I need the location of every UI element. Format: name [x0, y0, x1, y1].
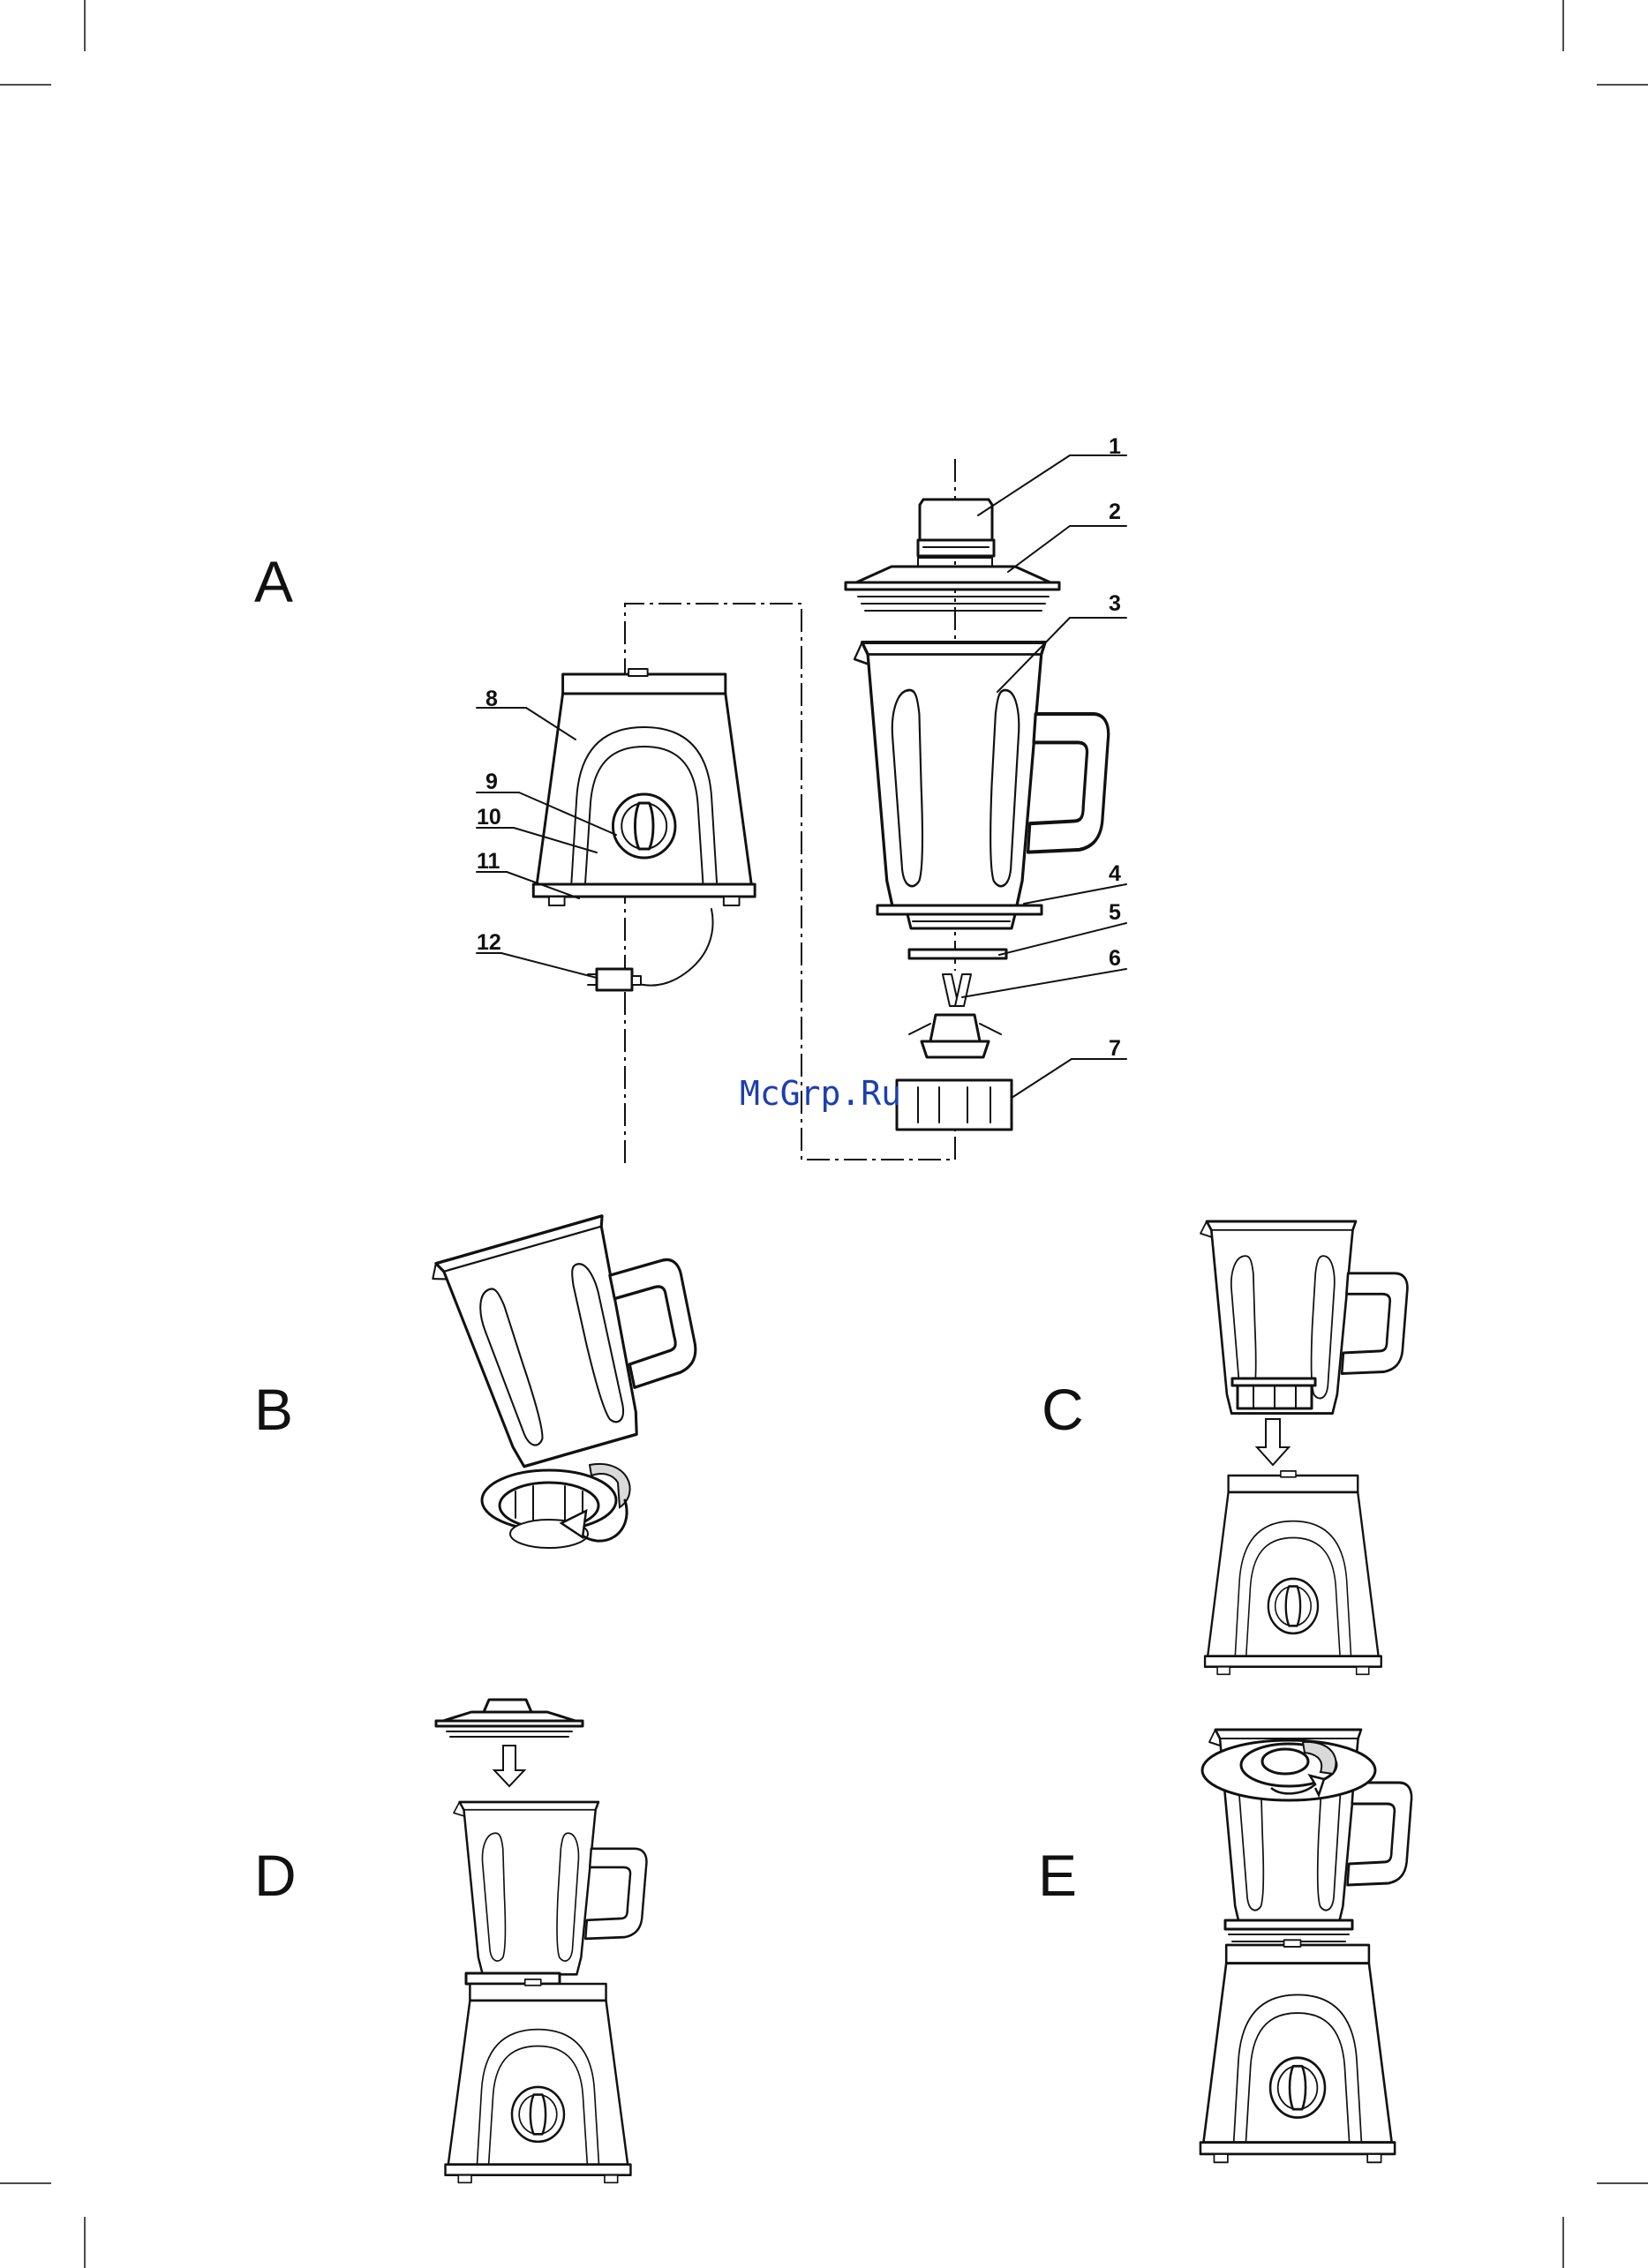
callout-9: 9	[485, 770, 498, 794]
figure-e-lock-cap	[1200, 1730, 1411, 2162]
measuring-cap	[918, 499, 994, 556]
jar-bottom-plate	[877, 905, 1042, 928]
figure-b-attach-ring	[429, 1199, 720, 1548]
ring-on-jar	[482, 1470, 616, 1548]
callout-1: 1	[1109, 434, 1121, 459]
watermark: McGrp.Ru	[740, 1074, 901, 1113]
down-arrow-icon	[494, 1746, 524, 1786]
callout-12: 12	[477, 930, 501, 955]
callout-11: 11	[477, 849, 500, 874]
jar-lid	[846, 558, 1059, 611]
callout-8: 8	[485, 687, 498, 711]
figure-letter-b: B	[254, 1377, 293, 1442]
down-arrow-icon	[1257, 1419, 1289, 1465]
motor-base	[533, 669, 755, 905]
sealing-ring	[909, 950, 1006, 958]
blade-assembly	[909, 974, 1001, 1057]
power-plug-and-cord	[588, 909, 713, 990]
figure-letter-c: C	[1042, 1377, 1084, 1442]
figure-letter-a: A	[254, 549, 293, 614]
callout-10: 10	[477, 805, 501, 830]
locking-ring	[897, 1080, 1012, 1130]
figure-d-place-lid	[436, 1700, 646, 2182]
callout-7: 7	[1109, 1036, 1121, 1061]
callout-3: 3	[1109, 591, 1121, 616]
figure-a-exploded-view: 1 2 3 4 5 6 7 8 9 10 11 12	[477, 434, 1126, 1163]
figure-letter-e: E	[1038, 1843, 1077, 1908]
callout-5: 5	[1109, 900, 1121, 925]
callout-6: 6	[1109, 946, 1121, 971]
callout-4: 4	[1109, 861, 1121, 886]
callout-2: 2	[1109, 499, 1121, 524]
figure-c-place-jar	[1200, 1221, 1407, 1674]
figure-letter-d: D	[254, 1843, 297, 1908]
blender-jar	[854, 642, 1109, 907]
